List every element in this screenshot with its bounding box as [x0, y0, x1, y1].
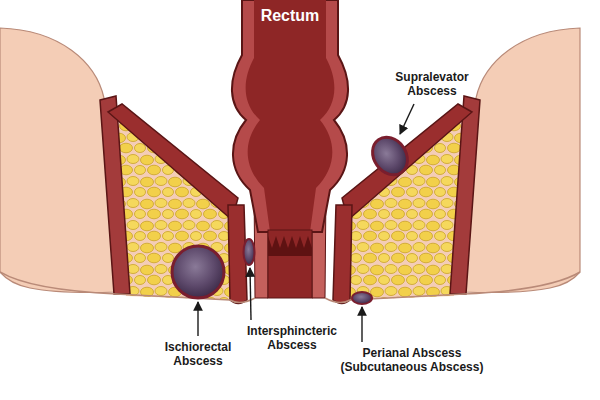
intersphincteric-abscess — [244, 239, 255, 265]
buttock-skin — [0, 28, 116, 293]
anal-canal — [268, 230, 312, 298]
right-half — [312, 28, 580, 304]
leader-line — [400, 104, 414, 134]
abscess-label: Ischiorectal Abscess — [152, 340, 244, 369]
organ-label: Rectum — [255, 6, 325, 25]
supralevator-abscess — [365, 130, 414, 181]
perianal-abscess — [352, 292, 372, 304]
leader-line — [197, 302, 198, 336]
leader-line — [250, 268, 251, 320]
rectal-wall — [232, 0, 348, 232]
leader-lines — [198, 104, 414, 342]
leader-line — [361, 307, 362, 342]
abscess-label: Supralevator Abscess — [382, 70, 482, 99]
abscess-label: Perianal Abscess (Subcutaneous Abscess) — [329, 346, 495, 375]
dentate-line — [268, 236, 312, 256]
rectal-lumen — [246, 0, 335, 232]
abscess-label: Intersphincteric Abscess — [240, 324, 344, 353]
levator-ani — [108, 104, 238, 220]
ischiorectal-abscess — [172, 246, 224, 298]
left-half — [0, 28, 268, 304]
